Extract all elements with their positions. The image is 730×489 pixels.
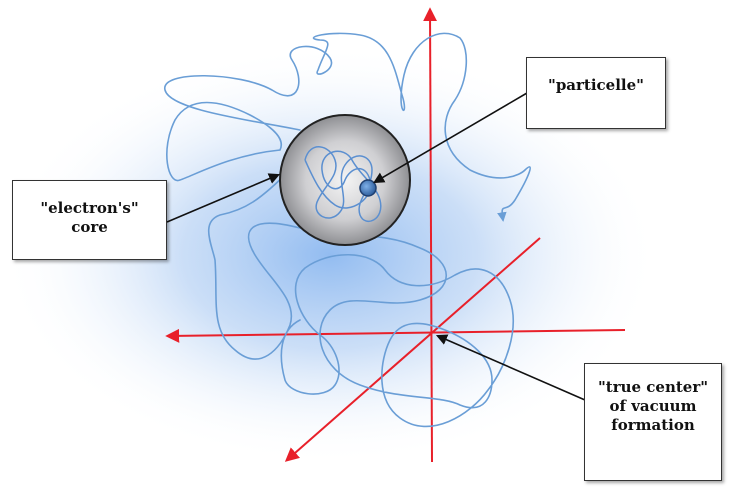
label-electron-core: "electron's" core — [12, 180, 167, 260]
label-particelle-line1: "particelle" — [548, 76, 644, 94]
horizontal-axis — [165, 328, 626, 343]
label-true-center: "true center" of vacuum formation — [584, 363, 722, 481]
particle-dot — [359, 179, 377, 197]
label-particelle: "particelle" — [526, 57, 666, 129]
label-electron-core-line2: core — [71, 217, 108, 236]
vertical-axis — [423, 7, 438, 463]
diagonal-axis — [284, 237, 541, 462]
pointer-true-center — [435, 334, 586, 401]
label-electron-core-line1: "electron's" — [40, 199, 139, 217]
pointer-electron-core — [166, 173, 281, 223]
electron-core — [279, 114, 411, 246]
pointer-particelle — [373, 92, 528, 184]
label-true-center-line3: formation — [611, 415, 695, 434]
electron-trajectory — [164, 32, 531, 222]
pointer-arrows — [166, 92, 586, 401]
label-true-center-line1: "true center" — [597, 378, 709, 396]
electron-trajectory-left-loop — [166, 101, 282, 182]
coordinate-axes — [165, 7, 626, 463]
label-true-center-line2: of vacuum — [609, 396, 697, 415]
electron-trajectory-lower — [208, 169, 514, 428]
